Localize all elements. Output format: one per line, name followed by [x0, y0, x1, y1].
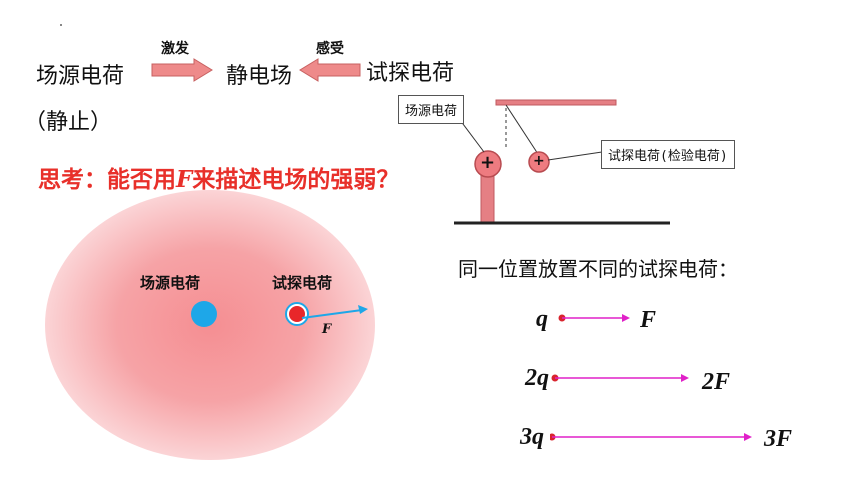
- field-test-label: 试探电荷: [272, 274, 333, 292]
- source-plus-sign: +: [480, 152, 496, 173]
- force-arrow-head: [744, 433, 752, 441]
- source-charge-text: 场源电荷: [36, 64, 125, 89]
- corner-dot: [60, 24, 62, 26]
- test-charge-text: 试探电荷: [366, 61, 455, 86]
- excite-arrow: [151, 58, 213, 82]
- row-force-3F: 3F: [764, 426, 793, 452]
- field-source-label: 场源电荷: [140, 274, 201, 292]
- row-force-F: F: [640, 307, 657, 333]
- sense-arrow: [299, 58, 361, 82]
- force-arrow-head: [681, 374, 689, 382]
- static-note: （静止）: [24, 110, 113, 135]
- comparison-heading: 同一位置放置不同的试探电荷：: [458, 257, 738, 281]
- force-arrows: [550, 314, 752, 441]
- sense-label: 感受: [316, 41, 344, 57]
- apparatus-test-label: 试探电荷(检验电荷): [601, 140, 735, 169]
- force-arrow-head: [622, 314, 630, 322]
- field-force-label: F: [322, 322, 332, 337]
- test-plus-sign: +: [533, 153, 545, 169]
- row-force-2F: 2F: [702, 369, 731, 395]
- row-charge-2q: 2q: [525, 365, 549, 391]
- question-text: 思考：能否用F来描述电场的强弱？: [38, 166, 400, 193]
- row-charge-3q: 3q: [520, 424, 544, 450]
- electrostatic-field-text: 静电场: [226, 64, 293, 89]
- excite-label: 激发: [161, 41, 189, 57]
- apparatus-source-label: 场源电荷: [398, 95, 465, 124]
- apparatus-diagram: [454, 99, 670, 225]
- row-charge-q: q: [536, 306, 548, 332]
- field-charges: [191, 301, 368, 327]
